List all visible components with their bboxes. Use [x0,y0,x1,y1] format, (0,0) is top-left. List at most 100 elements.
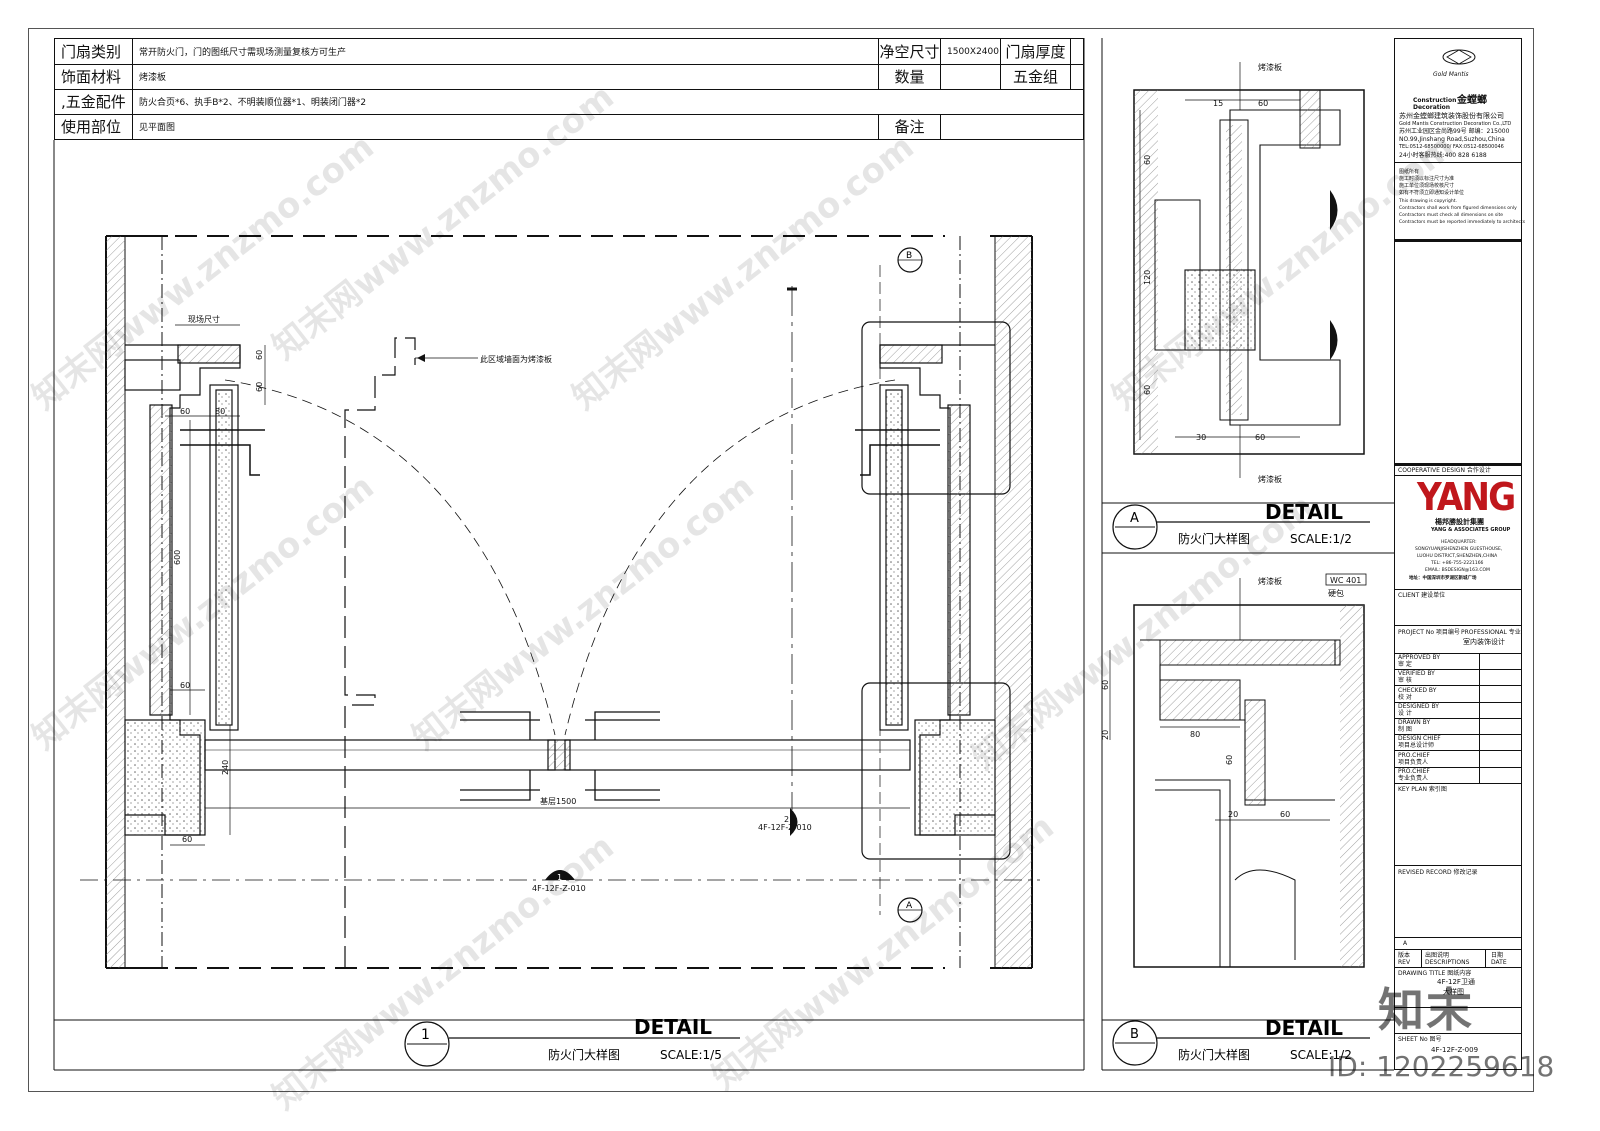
hq-1: SONGYUANJISHENZHEN GUESTHOUSE, [1415,547,1503,552]
approval-cn: 制 图 [1398,726,1412,733]
section-ref-1: 4F-12F-Z-010 [532,884,586,893]
dim-text: 60 [1225,755,1234,765]
yang-cn: 楊邦勝設計集團 [1435,518,1484,526]
marker-label: 2 [784,815,789,824]
dim-text: 60 [180,407,190,416]
dim-text: 80 [1190,730,1200,739]
detail-b-label-hard: 硬包 [1328,588,1344,598]
spec-header: 净空尺寸 [879,39,941,64]
section-marker-side: 2 [784,808,798,836]
divider [1395,937,1521,938]
dim-text: 60 [182,835,192,844]
right-door-frame [855,321,1011,860]
detail-a-drawing [1133,62,1365,478]
approval-en: DESIGNED BY [1398,702,1439,710]
detail-b-tag: WC 401 [1330,576,1361,585]
divider [1395,1007,1521,1008]
detail-b-label-top: 烤漆板 [1258,576,1282,586]
spec-label: ,五金配件 [55,89,133,114]
door-leaves [204,711,911,801]
wall-note-arrow [417,354,425,362]
hq-4: EMAIL: BSDESIGN@163.COM [1425,568,1490,573]
divider [1395,967,1521,968]
spec-row-category: 门扇类别 常开防火门，门的图纸尺寸需现场测量复核方可生产 净空尺寸 1500X2… [55,39,1083,65]
wall-note: 此区域墙面为烤漆板 [480,354,552,364]
sheet-no: 4F-12F-Z-009 [1431,1046,1479,1054]
dim-text: 120 [1143,270,1152,285]
divider [1395,1033,1521,1034]
note-cn-0: 图纸所有 [1399,169,1420,175]
divider [1395,625,1521,626]
address-cn: 苏州工业园区金尚路99号 邮编：215000 [1399,128,1510,135]
divider [1485,949,1486,967]
caption-title: 防火门大样图 [1178,1047,1250,1062]
approval-en: PRO.CHIEF [1398,767,1430,775]
caption-letter: A [1130,511,1139,526]
note-cn-2: 施工单位须现场校核尺寸 [1399,183,1455,189]
yang-en: YANG & ASSOCIATES GROUP [1431,527,1511,533]
company-cn: 苏州金螳螂建筑装饰股份有限公司 [1399,112,1504,120]
dim-text: 30 [1196,433,1206,442]
spec-row-hardware: ,五金配件 防火合页*6、执手B*2、不明装顺位器*1、明装闭门器*2 [55,89,1083,115]
key-plan-label: KEY PLAN 索引图 [1398,786,1447,793]
approval-en: APPROVED BY [1398,654,1441,661]
spec-value: 防火合页*6、执手B*2、不明装顺位器*1、明装闭门器*2 [139,98,367,108]
door-spec-table: 门扇类别 常开防火门，门的图纸尺寸需现场测量复核方可生产 净空尺寸 1500X2… [54,38,1084,140]
revised-label: REVISED RECORD 修改记录 [1398,869,1478,876]
dim-site-size: 现场尺寸 [188,314,220,324]
note-en-1: Contractors shall work from figured dime… [1399,206,1517,211]
approval-cn: 审 核 [1398,677,1412,685]
spec-value: 1500X2400 [941,39,1001,64]
sheet-border [28,28,1534,1092]
spec-row-material: 饰面材料 烤漆板 数量 五金组 [55,64,1083,90]
approval-en: PRO.CHIEF [1398,751,1430,759]
dim-text: 60 [1255,433,1265,442]
dim-text: 60 [1258,99,1268,108]
divider [1395,865,1521,866]
spec-header: 门扇厚度 [1001,39,1071,64]
divider [1395,162,1521,163]
approval-en: DRAWN BY [1398,719,1431,726]
hq-5: 地址：中国深圳市罗湖区新城广场 [1409,576,1477,581]
rev-header: 版本 REV [1398,952,1411,966]
divider [1395,949,1521,950]
detail-b-drawing [1109,573,1367,968]
dim-text: 20 [1101,730,1110,740]
spec-header: 备注 [879,114,941,139]
spec-label: 门扇类别 [55,39,133,64]
caption-number: 1 [421,1027,430,1043]
spec-value: 常开防火门，门的图纸尺寸需现场测量复核方可生产 [133,39,879,64]
note-en-3: Contractors must be reported immediately… [1399,220,1526,225]
project-no-label: PROJECT No 项目编号 [1398,629,1460,636]
divider [1479,653,1480,783]
sheet-no-label: SHEET No 图号 [1398,1036,1442,1043]
spec-row-location: 使用部位 见平面图 备注 [55,114,1083,139]
dim-text: 600 [173,550,182,565]
caption-detail: DETAIL [1265,1016,1343,1040]
approval-en: CHECKED BY [1398,686,1437,694]
detail-a-caption: A DETAIL 防火门大样图 SCALE:1/2 [1112,500,1370,550]
company-en-2: Decoration [1413,104,1451,111]
approval-cn: 专业负责人 [1398,774,1429,782]
plan-right-wall [959,235,1033,969]
rev-header: 出图说明 DESCRIPTIONS [1425,952,1470,966]
approval-cn: 校 对 [1398,693,1412,701]
plan-left-wall [105,235,168,969]
approval-cn: 审 定 [1398,661,1412,668]
note-cn-1: 施工时须以标注尺寸为准 [1399,176,1455,182]
spec-label: 使用部位 [55,114,133,139]
main-caption: 1 DETAIL 防火门大样图 SCALE:1/5 [404,1015,740,1067]
drawing-title-2: 大样图 [1443,988,1464,996]
caption-detail: DETAIL [1265,500,1343,524]
company-en-1: Construction [1413,97,1457,104]
detail-a-label-bottom: 烤漆板 [1258,474,1282,484]
spec-value [941,64,1001,89]
spec-value: 见平面图 [133,114,879,139]
approval-en: DESIGN CHIEF [1398,735,1441,743]
spec-label: 饰面材料 [55,64,133,89]
divider [1395,463,1521,466]
